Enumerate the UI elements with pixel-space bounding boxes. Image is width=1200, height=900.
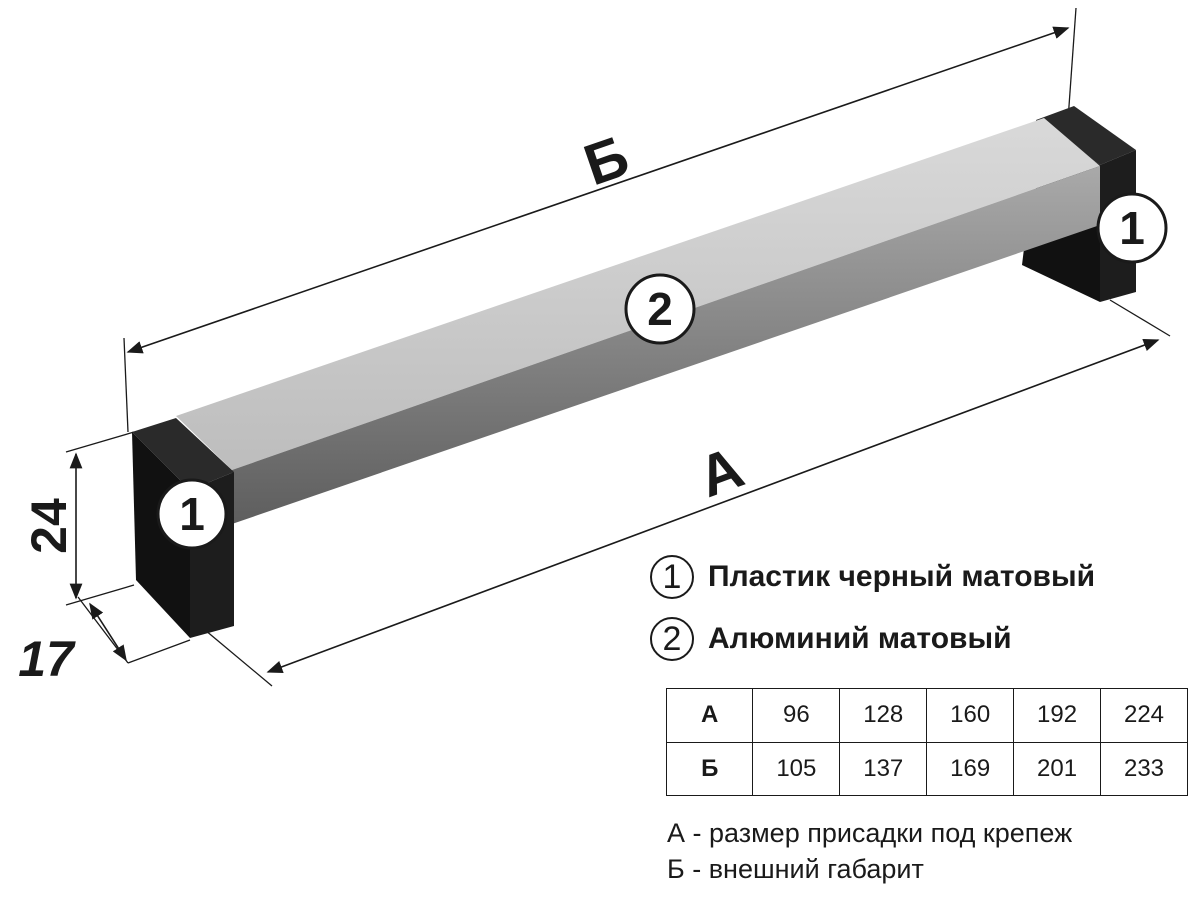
table-cell: 96	[752, 688, 841, 743]
center-dimension-label: А	[690, 435, 752, 510]
table-cell: 128	[839, 688, 928, 743]
overall-dimension-line	[126, 26, 1070, 354]
legend-text: Алюминий матовый	[708, 622, 1012, 655]
callout-2: 2	[624, 273, 696, 345]
row-label: Б	[665, 741, 754, 796]
callout-1-left: 1	[156, 478, 228, 550]
row-label: А	[665, 688, 754, 743]
table-cell: 160	[926, 688, 1015, 743]
svg-text:1: 1	[1119, 202, 1145, 254]
overall-dimension-label: Б	[576, 123, 637, 198]
depth-dimension-label: 17	[18, 631, 76, 687]
callout-1-right: 1	[1096, 192, 1168, 264]
note-center-distance: А - размер присадки под крепеж	[667, 818, 1073, 848]
table-cell: 201	[1013, 741, 1102, 796]
table-cell: 224	[1100, 688, 1188, 743]
table-row: А 96 128 160 192 224	[665, 688, 1188, 743]
center-dimension-line	[266, 339, 1160, 673]
table-row: Б 105 137 169 201 233	[665, 741, 1188, 796]
svg-text:2: 2	[647, 283, 673, 335]
table-cell: 105	[752, 741, 841, 796]
size-table: А 96 128 160 192 224 Б 105 137 169 201 2…	[665, 688, 1188, 796]
table-cell: 169	[926, 741, 1015, 796]
legend-number: 2	[650, 617, 694, 661]
table-cell: 192	[1013, 688, 1102, 743]
note-overall-size: Б - внешний габарит	[667, 854, 924, 884]
table-cell: 233	[1100, 741, 1188, 796]
svg-text:1: 1	[179, 488, 205, 540]
legend-text: Пластик черный матовый	[708, 560, 1096, 593]
legend-item-aluminium: 2 Алюминий матовый	[650, 617, 1012, 661]
depth-dimension-line	[89, 602, 127, 662]
legend-number: 1	[650, 555, 694, 599]
legend-item-plastic: 1 Пластик черный матовый	[650, 555, 1095, 599]
height-dimension-label: 24	[21, 498, 77, 554]
table-cell: 137	[839, 741, 928, 796]
